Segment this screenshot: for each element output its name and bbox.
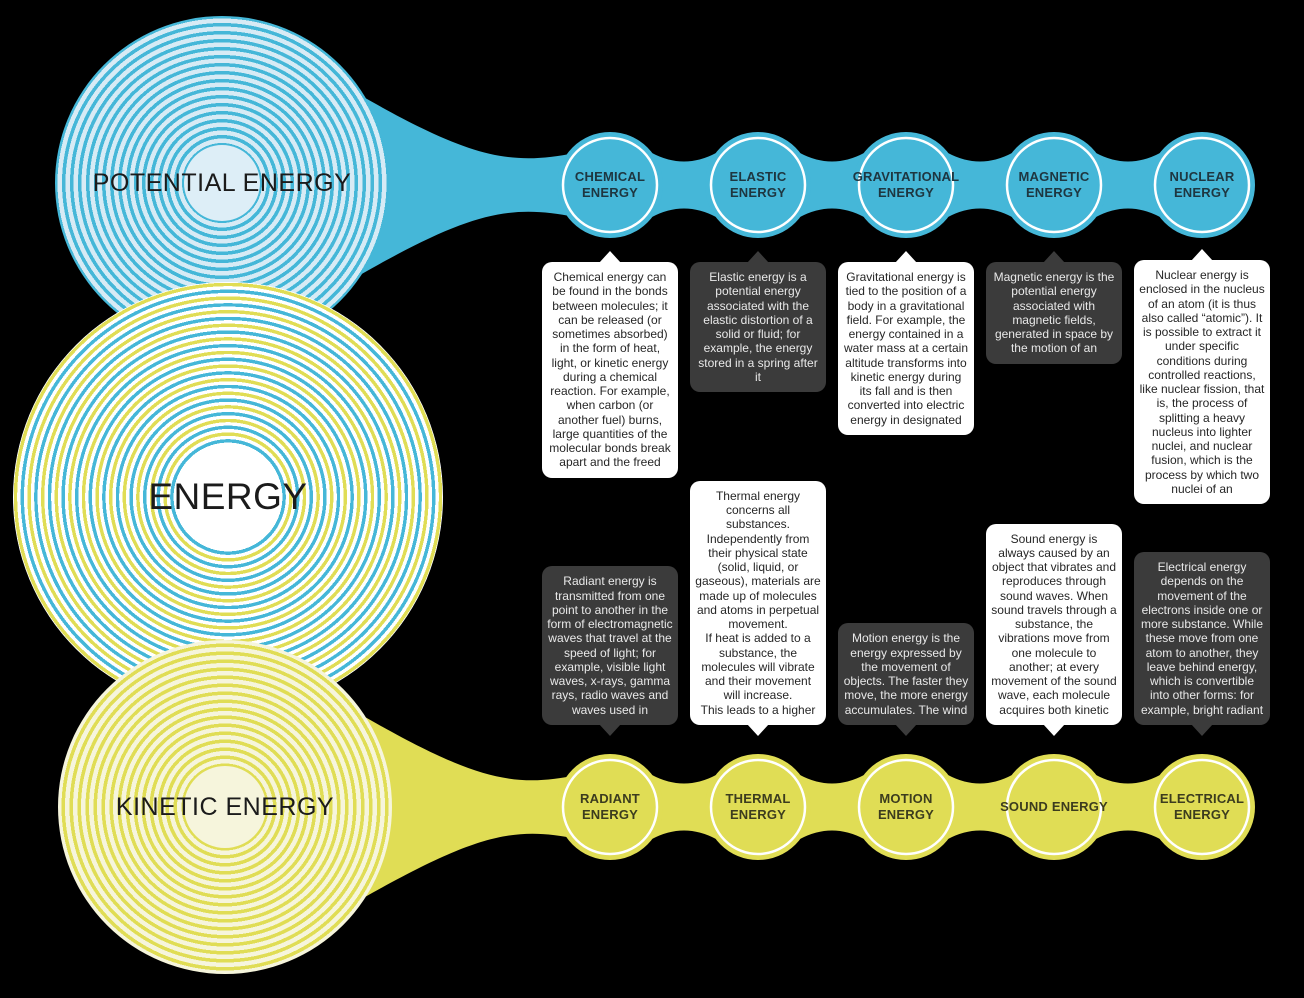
kinetic-branch-connectors — [365, 717, 1255, 897]
callout-magnetic-energy-text: Magnetic energy is the potential energy … — [993, 270, 1115, 356]
node-magnetic-energy-circle — [1001, 132, 1107, 238]
node-electrical-energy-ring — [1153, 758, 1251, 856]
callout-nuclear-energy: Nuclear energy is enclosed in the nucleu… — [1134, 249, 1270, 505]
callout-thermal-energy-text: Thermal energy concerns all substances. … — [695, 488, 821, 717]
node-motion-energy-ring — [857, 758, 955, 856]
callout-sound-energy: Sound energy is always caused by an obje… — [986, 523, 1122, 736]
node-electrical-energy-circle — [1149, 754, 1255, 860]
node-chemical-energy-circle — [557, 132, 663, 238]
node-elastic-energy-ring — [709, 136, 807, 234]
node-radiant-energy-label: RADIANT ENERGY — [580, 790, 640, 822]
hub-kinetic-energy: KINETIC ENERGY — [58, 640, 392, 974]
node-magnetic-energy-ring — [1005, 136, 1103, 234]
callout-pointer-up-icon — [747, 251, 769, 263]
callout-sound-energy-text: Sound energy is always caused by an obje… — [991, 531, 1117, 717]
hub-energy-label: ENERGY — [148, 476, 308, 517]
link-thermal-motion — [800, 775, 864, 839]
callout-radiant-energy: Radiant energy is transmitted from one p… — [542, 566, 678, 736]
kinetic-node-rings — [561, 758, 1251, 856]
callout-pointer-down-icon — [895, 724, 917, 736]
node-nuclear-energy-label: NUCLEAR ENERGY — [1169, 168, 1235, 200]
hub-potential-label: POTENTIAL ENERGY — [92, 168, 352, 197]
node-chemical-energy-label: CHEMICAL ENERGY — [574, 168, 646, 200]
node-nuclear-energy-ring — [1153, 136, 1251, 234]
node-motion-energy-circle — [853, 754, 959, 860]
node-magnetic-energy-label: MAGNETIC ENERGY — [1018, 168, 1090, 200]
node-chemical-energy-ring — [561, 136, 659, 234]
callout-elastic-energy-text: Elastic energy is a potential energy ass… — [698, 270, 818, 384]
callout-electrical-energy: Electrical energy depends on the movemen… — [1134, 552, 1270, 736]
hub-kinetic-label: KINETIC ENERGY — [115, 792, 335, 821]
potential-branch-connectors — [360, 95, 1255, 275]
link-gravitational-magnetic — [948, 153, 1012, 217]
link-chemical-elastic — [652, 153, 716, 217]
callout-pointer-up-icon — [895, 251, 917, 263]
callout-pointer-down-icon — [599, 724, 621, 736]
potential-branch-stem — [360, 95, 575, 275]
callout-pointer-up-icon — [1191, 249, 1213, 261]
callout-pointer-up-icon — [599, 251, 621, 263]
node-radiant-energy-circle — [557, 754, 663, 860]
callout-thermal-energy: Thermal energy concerns all substances. … — [690, 480, 826, 736]
link-magnetic-nuclear — [1096, 153, 1160, 217]
node-gravitational-energy-label: GRAVITATIONAL ENERGY — [852, 168, 960, 200]
kinetic-branch-stem — [365, 717, 577, 897]
node-electrical-energy-label: ELECTRICAL ENERGY — [1159, 790, 1245, 822]
node-thermal-energy-circle — [705, 754, 811, 860]
hub-potential-center-disc — [184, 145, 260, 221]
node-motion-energy-label: MOTION ENERGY — [877, 790, 935, 822]
node-sound-energy-ring — [1005, 758, 1103, 856]
node-nuclear-energy-circle — [1149, 132, 1255, 238]
hub-energy-center-disc — [174, 443, 282, 551]
callout-elastic-energy: Elastic energy is a potential energy ass… — [690, 251, 826, 393]
node-sound-energy-label: SOUND ENERGY — [1000, 798, 1108, 814]
callout-motion-energy: Motion energy is the energy expressed by… — [838, 623, 974, 736]
node-elastic-energy-circle — [705, 132, 811, 238]
callout-nuclear-energy-text: Nuclear energy is enclosed in the nucleu… — [1139, 268, 1265, 496]
callout-magnetic-energy: Magnetic energy is the potential energy … — [986, 251, 1122, 364]
node-gravitational-energy-circle — [853, 132, 959, 238]
node-thermal-energy-label: THERMAL ENERGY — [725, 790, 791, 822]
callout-chemical-energy: Chemical energy can be found in the bond… — [542, 251, 678, 478]
callout-chemical-energy-text: Chemical energy can be found in the bond… — [549, 270, 671, 470]
link-motion-sound — [948, 775, 1012, 839]
node-sound-energy-circle — [1001, 754, 1107, 860]
node-thermal-energy-ring — [709, 758, 807, 856]
node-elastic-energy-label: ELASTIC ENERGY — [729, 168, 787, 200]
callout-gravitational-energy: Gravitational energy is tied to the posi… — [838, 251, 974, 435]
callout-pointer-down-icon — [747, 724, 769, 736]
node-gravitational-energy-ring — [857, 136, 955, 234]
callout-motion-energy-text: Motion energy is the energy expressed by… — [843, 631, 969, 717]
callout-electrical-energy-text: Electrical energy depends on the movemen… — [1140, 560, 1264, 717]
hub-kinetic-center-disc — [184, 766, 266, 848]
node-radiant-energy-ring — [561, 758, 659, 856]
callout-gravitational-energy-text: Gravitational energy is tied to the posi… — [843, 270, 969, 427]
link-elastic-gravitational — [800, 153, 864, 217]
link-radiant-thermal — [652, 775, 716, 839]
link-sound-electrical — [1096, 775, 1160, 839]
callout-pointer-up-icon — [1043, 251, 1065, 263]
hub-potential-energy: POTENTIAL ENERGY — [55, 16, 389, 350]
callout-radiant-energy-text: Radiant energy is transmitted from one p… — [547, 574, 673, 717]
callout-pointer-down-icon — [1043, 724, 1065, 736]
potential-node-rings — [561, 136, 1251, 234]
callout-pointer-down-icon — [1191, 724, 1213, 736]
